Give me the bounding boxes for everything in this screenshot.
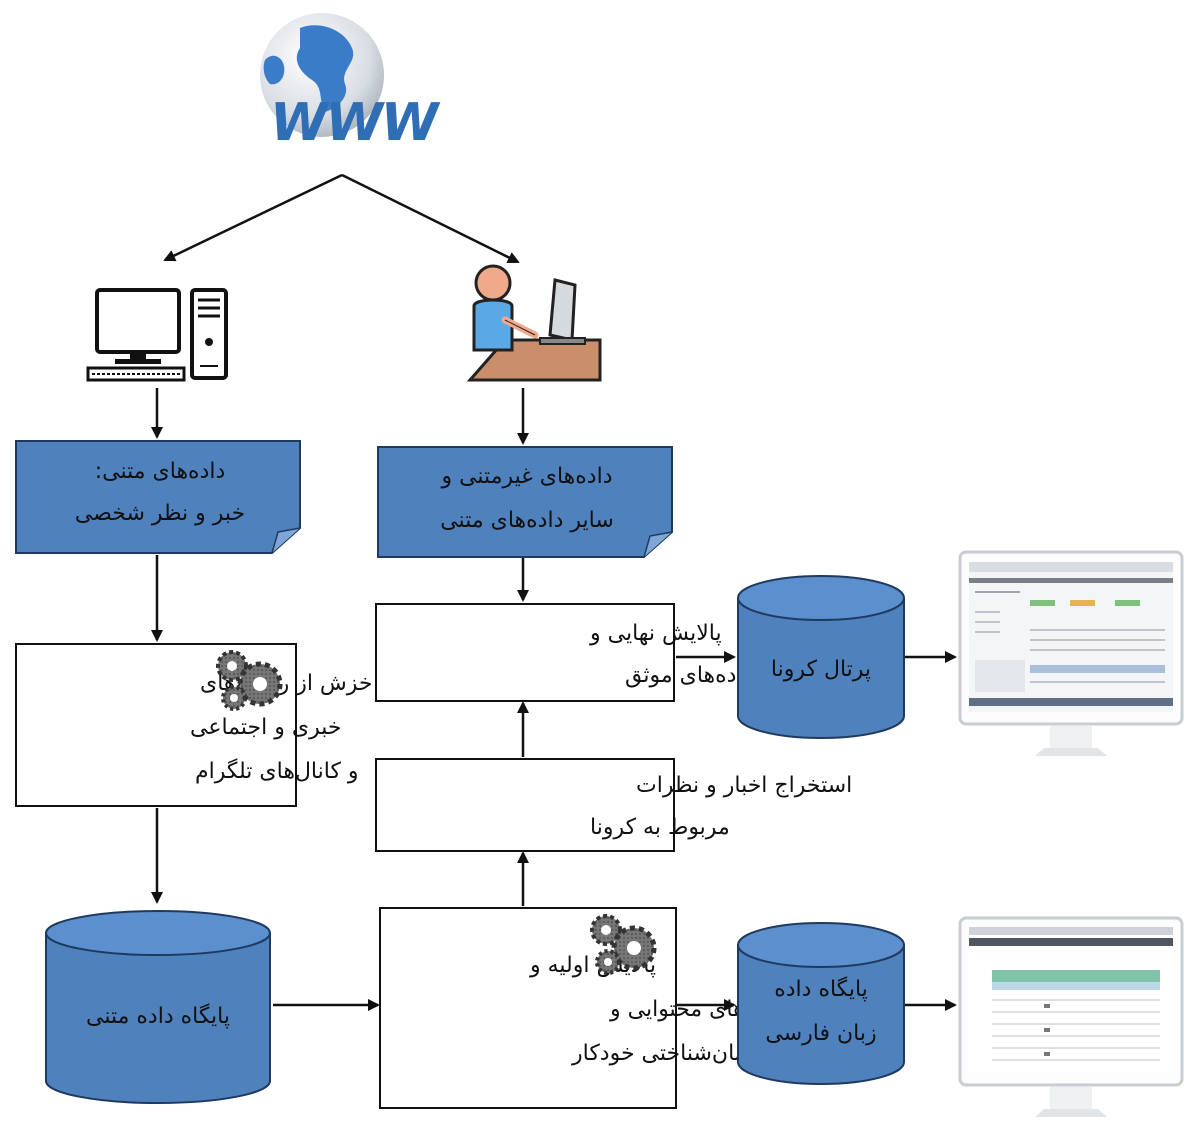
gears-icon [590, 914, 657, 975]
doc-text-data-line2: خبر و نظر شخصی [75, 501, 245, 526]
process-extract: استخراج اخبار و نظرات مربوط به کرونا [375, 758, 852, 852]
process-initial: پالایش اولیه و تحلیل‌های محتوایی و زبان‌… [379, 907, 796, 1109]
db-corona-portal: پرتال کرونا [737, 575, 905, 739]
db-persian-line2: زبان فارسی [765, 1021, 876, 1046]
process-crawl-line3: و کانال‌های تلگرام [195, 758, 359, 784]
process-final-line1: پالایش نهایی و [589, 621, 722, 646]
db-persian: پایگاه داده زبان فارسی [737, 922, 905, 1085]
process-crawl-line2: خبری و اجتماعی [190, 715, 341, 740]
doc-nontext-data: داده‌های غیرمتنی و سایر داده‌های متنی [377, 446, 673, 558]
computer-icon [86, 288, 228, 382]
process-extract-line2: مربوط به کرونا [590, 815, 730, 840]
db-persian-line1: پایگاه داده [774, 976, 868, 1002]
db-text-label: پایگاه داده متنی [86, 1003, 230, 1029]
doc-nontext-line2: سایر داده‌های متنی [440, 508, 614, 533]
process-final-filter: پالایش نهایی و ارزیابی داده‌های موثق [375, 603, 824, 702]
doc-text-data: داده‌های متنی: خبر و نظر شخصی [15, 440, 301, 554]
connectors [151, 173, 957, 1011]
monitor-portal-icon [958, 550, 1184, 756]
process-initial-line3: زبان‌شناختی خودکار [571, 1041, 752, 1066]
process-crawl: خزش از رسانه‌های خبری و اجتماعی و کانال‌… [15, 643, 373, 807]
arrow-www-to-person [341, 173, 520, 264]
www-globe-icon: WWW [260, 13, 443, 153]
arrow-www-to-computer [163, 173, 343, 262]
gears-icon [216, 650, 283, 711]
doc-nontext-line1: داده‌های غیرمتنی و [440, 464, 612, 489]
www-label: WWW [265, 92, 443, 153]
db-corona-portal-label: پرتال کرونا [771, 657, 871, 682]
process-extract-line1: استخراج اخبار و نظرات [636, 773, 852, 798]
db-text: پایگاه داده متنی [45, 910, 271, 1104]
person-at-desk-icon [466, 264, 602, 382]
doc-text-data-line1: داده‌های متنی: [95, 459, 226, 484]
monitor-persian-db-icon [958, 916, 1184, 1117]
